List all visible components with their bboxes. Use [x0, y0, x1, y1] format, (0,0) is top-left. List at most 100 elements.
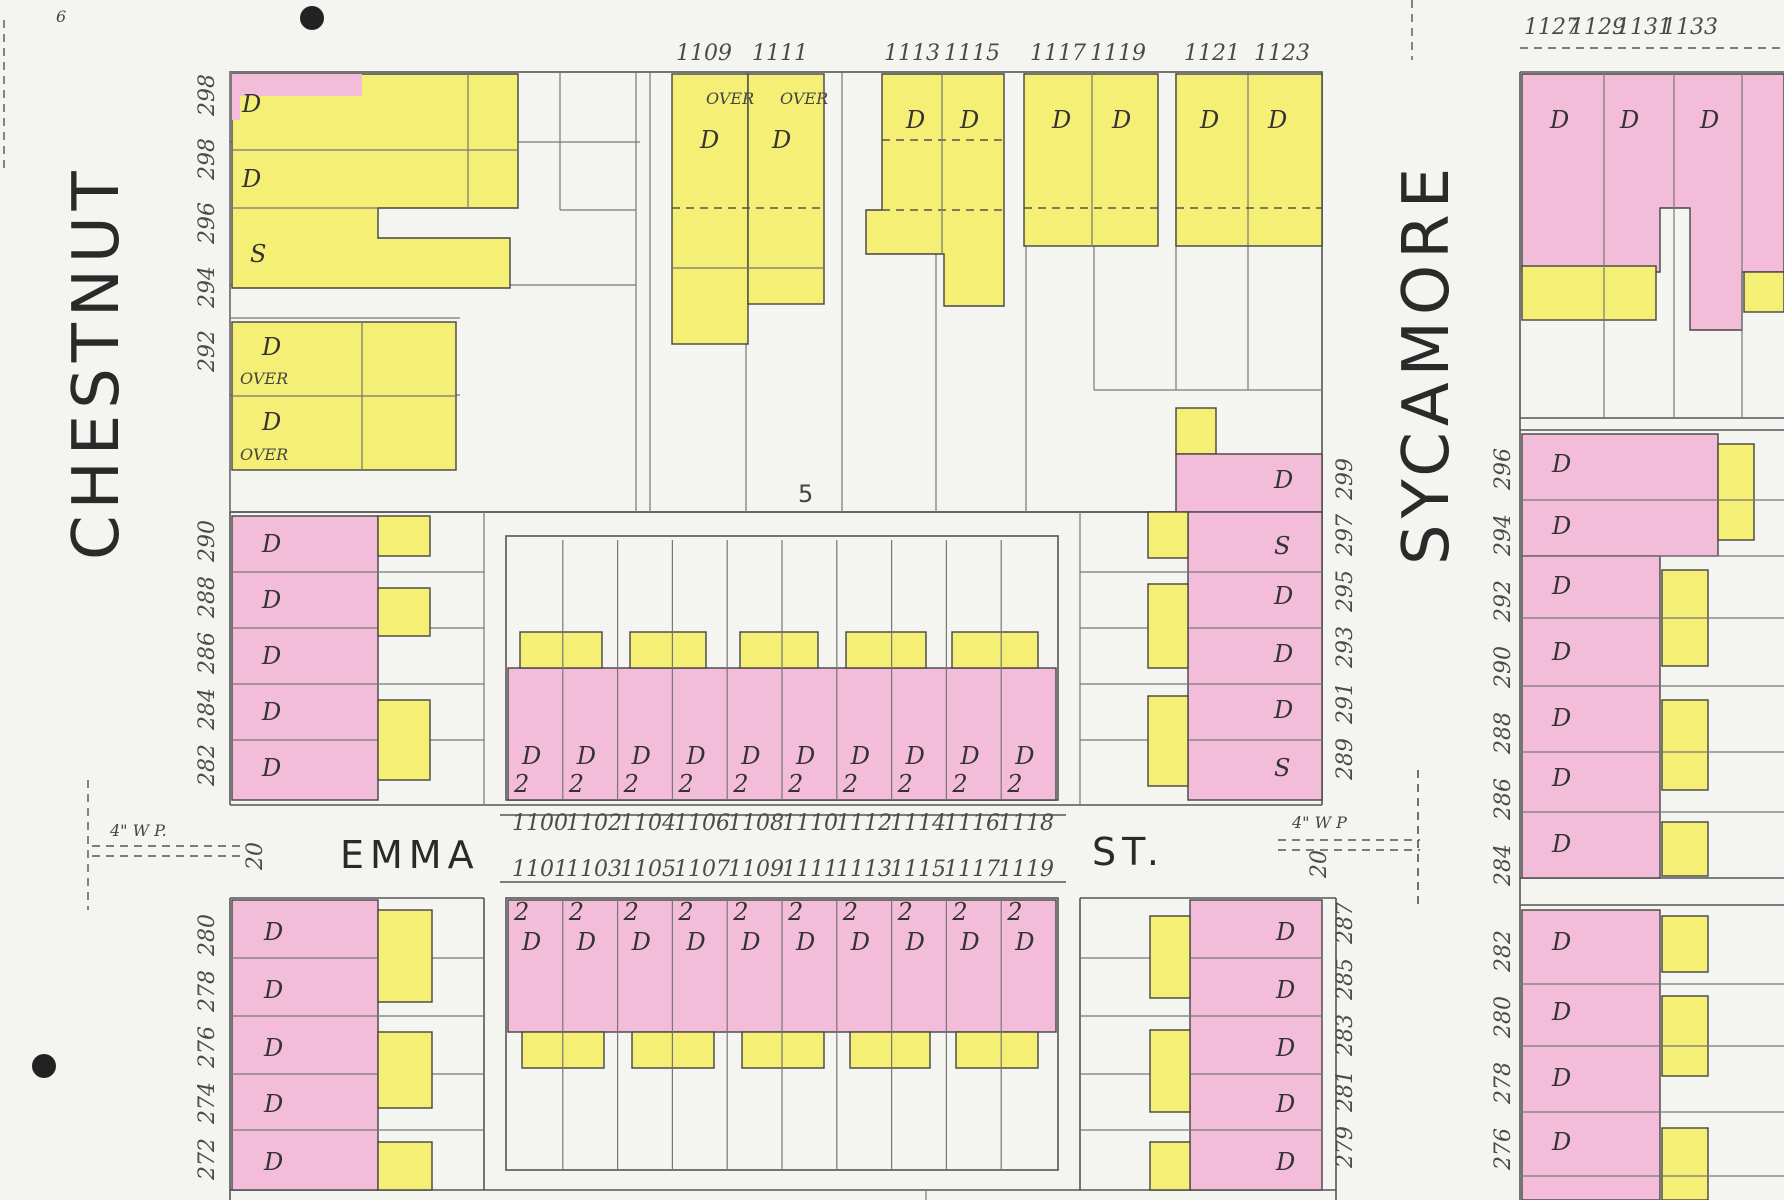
- label-dwelling: D: [1275, 1148, 1295, 1176]
- label-stories: 2: [1006, 898, 1022, 926]
- label-dwelling: D: [1551, 572, 1571, 600]
- label-dwelling: D: [1551, 998, 1571, 1026]
- label-dwelling: D: [241, 90, 261, 118]
- label-stories: 2: [513, 770, 529, 798]
- address-number: 1119: [998, 857, 1054, 882]
- label-dwelling: D: [263, 976, 283, 1004]
- water-pipe-label-left: 4" W P.: [109, 821, 167, 840]
- label-stories: 2: [1006, 770, 1022, 798]
- label-dwelling: D: [1619, 106, 1639, 134]
- label-dwelling: D: [263, 1090, 283, 1118]
- label-stories: 2: [623, 770, 639, 798]
- street-label-chestnut: CHESTNUT: [60, 165, 134, 560]
- address-number: 292: [1491, 580, 1516, 623]
- punch-hole-left: [32, 1054, 56, 1078]
- address-number: 276: [1491, 1128, 1516, 1171]
- address-number: 287: [1333, 902, 1358, 945]
- water-pipe-label-right: 4" W P: [1291, 813, 1347, 832]
- address-number: 1114: [890, 811, 946, 836]
- address-number: 1104: [620, 811, 676, 836]
- address-number: 272: [195, 1138, 220, 1181]
- address-number: 274: [195, 1082, 220, 1125]
- address-number: 286: [1491, 778, 1516, 821]
- label-dwelling: D: [1551, 830, 1571, 858]
- buildings-emma-south-east: D D D D D: [1080, 899, 1323, 1191]
- building-nw-frame: D D S: [231, 73, 519, 289]
- address-number: 1129: [1570, 15, 1626, 40]
- label-stories: 2: [787, 770, 803, 798]
- label-dwelling: D: [795, 928, 815, 956]
- address-number: 1133: [1662, 15, 1718, 40]
- label-over: OVER: [240, 369, 288, 388]
- label-dwelling: D: [740, 928, 760, 956]
- block-east: D D D D D D D D D D D D D D: [1519, 47, 1784, 1200]
- label-dwelling: D: [1551, 704, 1571, 732]
- buildings-emma-south-west: D D D D D: [231, 899, 484, 1191]
- corner-mark: 6: [56, 7, 66, 26]
- label-stories: 2: [787, 898, 803, 926]
- label-over: OVER: [780, 89, 828, 108]
- street-label-sycamore: SYCAMORE: [1390, 162, 1464, 565]
- address-number: 1113: [884, 41, 940, 66]
- label-stories: 2: [732, 770, 748, 798]
- label-dwelling: D: [1699, 106, 1719, 134]
- label-store: S: [1274, 754, 1290, 782]
- address-number: 1116: [944, 811, 1000, 836]
- label-dwelling: D: [905, 742, 925, 770]
- label-dwelling: D: [685, 928, 705, 956]
- label-dwelling: D: [905, 106, 925, 134]
- address-number: 1107: [674, 857, 730, 882]
- buildings-north-row: D D OVER OVER D D D D D D: [671, 73, 1323, 345]
- label-dwelling: D: [1273, 582, 1293, 610]
- label-dwelling: D: [1111, 106, 1131, 134]
- address-number: 1109: [728, 857, 784, 882]
- buildings-emma-north-west: D D D D D: [231, 512, 485, 805]
- label-dwelling: D: [1275, 918, 1295, 946]
- address-number: 280: [1491, 996, 1516, 1039]
- address-number: 291: [1333, 682, 1358, 725]
- label-stories: 2: [842, 898, 858, 926]
- punch-hole-top: [300, 6, 324, 30]
- address-number: 1111: [752, 41, 808, 66]
- street-width-left: 20: [243, 842, 268, 871]
- label-dwelling: D: [261, 333, 281, 361]
- address-number: 278: [1491, 1062, 1516, 1105]
- label-over: OVER: [706, 89, 754, 108]
- address-number: 282: [1491, 930, 1516, 973]
- address-number: 290: [195, 520, 220, 563]
- label-stories: 2: [677, 770, 693, 798]
- label-dwelling: D: [1275, 976, 1295, 1004]
- address-number: 296: [195, 202, 220, 245]
- address-number: 1110: [782, 811, 838, 836]
- label-dwelling: D: [959, 928, 979, 956]
- label-dwelling: D: [263, 1148, 283, 1176]
- label-dwelling: D: [1551, 450, 1571, 478]
- label-stories: 2: [842, 770, 858, 798]
- address-number: 298: [195, 138, 220, 181]
- label-dwelling: D: [1549, 106, 1569, 134]
- address-number: 294: [195, 266, 220, 309]
- address-numbers-sycamore-east-lower: 282 280 278 276: [1491, 930, 1516, 1171]
- label-dwelling: D: [1551, 512, 1571, 540]
- label-dwelling: D: [261, 586, 281, 614]
- label-dwelling: D: [263, 918, 283, 946]
- label-dwelling: D: [905, 928, 925, 956]
- label-dwelling: D: [1273, 640, 1293, 668]
- address-number: 278: [195, 970, 220, 1013]
- address-number: 1127: [1524, 15, 1580, 40]
- label-dwelling: D: [1275, 1034, 1295, 1062]
- street-width-right: 20: [1307, 850, 1332, 879]
- label-dwelling: D: [521, 928, 541, 956]
- label-dwelling: D: [685, 742, 705, 770]
- address-number: 1117: [1030, 41, 1086, 66]
